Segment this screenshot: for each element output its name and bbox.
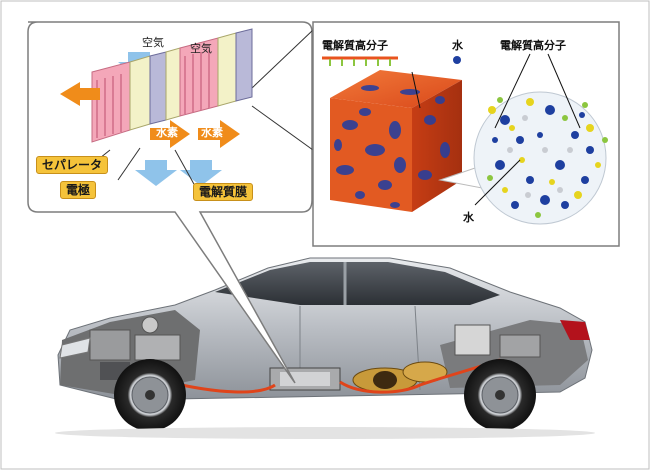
water-label-bottom: 水: [463, 211, 474, 224]
polymer-label-left: 電解質高分子: [322, 39, 388, 52]
outflow-arrow: [60, 82, 100, 106]
hydrogen-arrow-2: [198, 120, 240, 148]
electrode-label: 電極: [60, 181, 97, 199]
air-label-2: 空気: [190, 42, 212, 55]
cell-stack: [60, 28, 253, 187]
membrane-1: [149, 51, 167, 125]
molecular-panel: [312, 21, 620, 247]
water-legend-dot: [453, 56, 461, 64]
polymer-label-right: 電解質高分子: [500, 39, 566, 52]
electrode-1: [129, 55, 151, 131]
polymer-cube: [330, 70, 462, 212]
membrane-2: [235, 28, 253, 102]
hydrogen-arrow-1: [150, 120, 190, 148]
membrane-label: 電解質膜: [193, 183, 254, 201]
water-label-top: 水: [452, 39, 463, 52]
air-label-1: 空気: [142, 36, 164, 49]
hydrogen-label-2: 水素: [201, 126, 223, 139]
rear-wheel: [464, 359, 536, 431]
separator-label: セパレータ: [36, 156, 109, 174]
hydrogen-label-1: 水素: [156, 126, 178, 139]
electrode-3: [217, 32, 237, 107]
separator-plate-1: [91, 61, 131, 143]
car-cutaway: [55, 257, 595, 439]
zoom-circle: [473, 91, 608, 225]
electrode-2: [165, 47, 181, 121]
front-wheel: [114, 359, 186, 431]
